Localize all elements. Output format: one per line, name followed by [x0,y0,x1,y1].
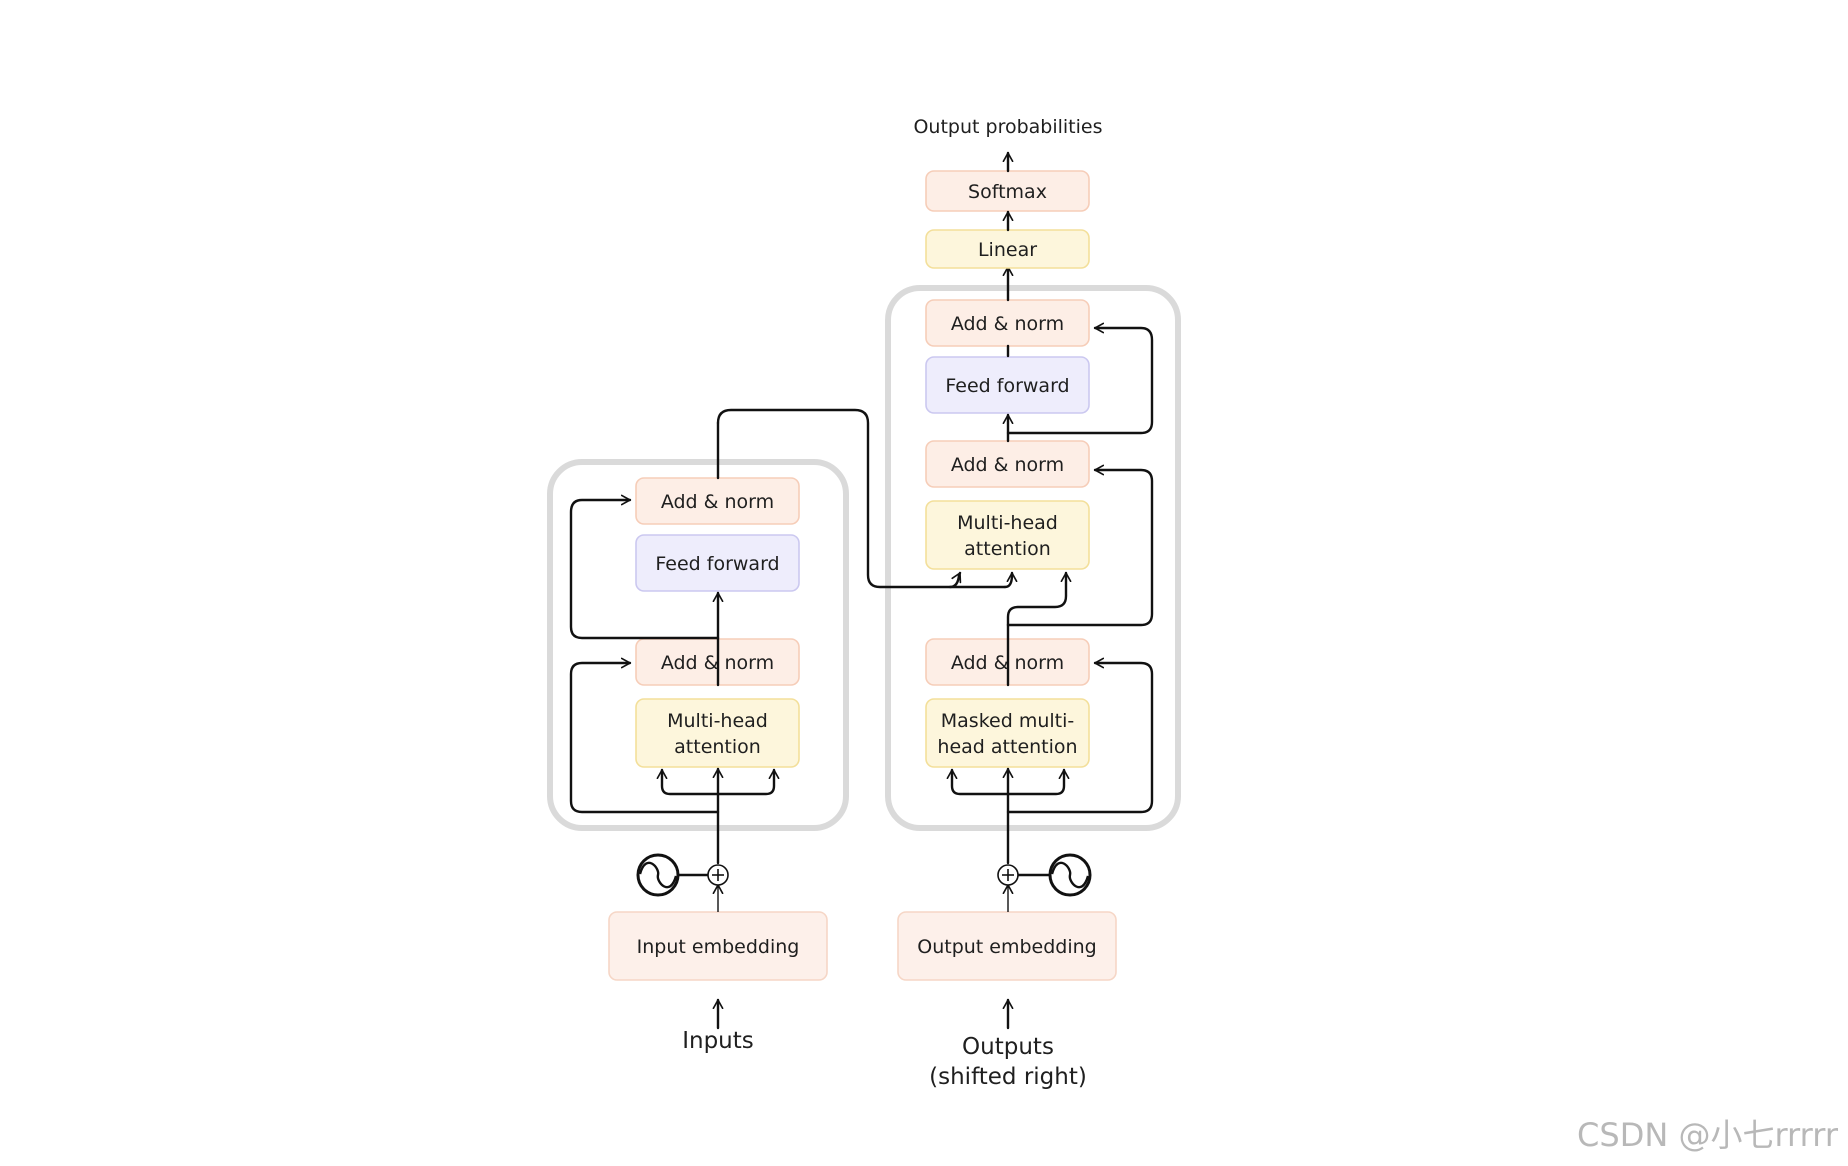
encoder-to-decoder-line [716,408,1007,589]
input-embedding: Input embedding [608,911,828,981]
decoder-positional-encoding [997,853,1092,897]
svg-text:Multi-head: Multi-head [957,512,1058,534]
encoder-positional-encoding [636,853,729,897]
svg-text:attention: attention [674,736,761,758]
output-embedding: Output embedding [897,911,1117,981]
watermark: CSDN @小七rrrrr [1577,1116,1839,1154]
decoder-feed-forward: Feed forward [925,356,1090,414]
encoder-value-arrow [1003,571,1018,589]
encoder-key-arrow [948,571,962,589]
decoder-connections [946,265,1154,1030]
outputs-label: Outputs [962,1034,1054,1060]
encoder-add-norm-top: Add & norm [635,477,800,525]
decoder-multi-head-attention: Multi-head attention [925,500,1090,570]
svg-text:Add & norm: Add & norm [951,454,1064,476]
svg-text:Output embedding: Output embedding [917,936,1097,958]
decoder-add-norm-mid: Add & norm [925,440,1090,488]
decoder-add-norm-top: Add & norm [925,299,1090,347]
svg-text:Add & norm: Add & norm [951,313,1064,335]
linear-layer: Linear [925,229,1090,269]
svg-text:Add & norm: Add & norm [661,491,774,513]
svg-text:Feed forward: Feed forward [945,375,1069,397]
svg-text:attention: attention [964,538,1051,560]
svg-text:Multi-head: Multi-head [667,710,768,732]
encoder-frame [547,459,849,831]
svg-text:Input embedding: Input embedding [637,936,800,958]
decoder-frame [885,285,1181,831]
svg-text:Feed forward: Feed forward [655,553,779,575]
svg-text:Softmax: Softmax [968,181,1047,203]
encoder-connections [569,421,780,1030]
outputs-subtitle: (shifted right) [929,1064,1087,1090]
svg-text:head attention: head attention [937,736,1077,758]
svg-text:Linear: Linear [978,239,1037,261]
svg-text:Masked multi-: Masked multi- [941,710,1074,732]
inputs-label: Inputs [682,1028,754,1054]
decoder-masked-attention: Masked multi- head attention [925,698,1090,768]
output-probabilities-label: Output probabilities [913,116,1102,138]
encoder-multi-head-attention: Multi-head attention [635,698,800,768]
encoder-feed-forward: Feed forward [635,534,800,592]
softmax-layer: Softmax [925,170,1090,212]
